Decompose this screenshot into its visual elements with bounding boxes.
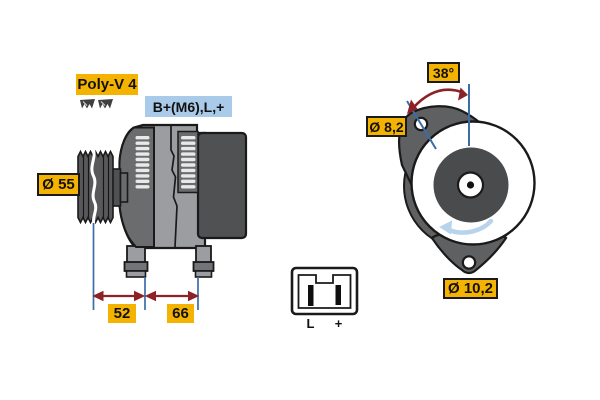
connector-pin-right-label: + — [334, 315, 343, 331]
pulley — [77, 147, 114, 227]
shaft-center-dot — [466, 181, 475, 189]
cooling-vents-rear — [181, 136, 196, 189]
dimension-label-52: 52 — [108, 304, 136, 323]
connector-plug — [290, 266, 359, 316]
dimension-label-66: 66 — [167, 304, 194, 323]
rotation-direction-arrow — [439, 218, 494, 235]
bottom-hole-diameter-label: Ø 10,2 — [443, 278, 498, 299]
connector-pin-left — [308, 285, 314, 306]
pulley-break-line — [90, 147, 98, 227]
housing-seam — [170, 125, 178, 248]
dimension-arrow-66 — [144, 290, 200, 302]
mount-hole-bottom — [461, 255, 477, 270]
angle-annotation — [406, 84, 470, 150]
cooling-vents-front — [135, 136, 150, 189]
connector-pin-right — [335, 285, 341, 305]
belt-profile-icon — [80, 99, 95, 109]
top-hole-diameter-label: Ø 8,2 — [366, 116, 407, 137]
dimension-lines-side — [92, 223, 200, 310]
rear-cover — [196, 131, 248, 240]
mount-angle-label: 38° — [427, 62, 460, 83]
alternator-side-view — [77, 99, 248, 310]
belt-profile-icon — [98, 99, 113, 109]
pulley-diameter-label: Ø 55 — [37, 173, 80, 196]
belt-type-label: Poly-V 4 — [76, 74, 138, 95]
mounting-feet — [123, 245, 215, 278]
rear-vent-panel — [177, 130, 199, 194]
alternator-rear-view — [398, 84, 536, 275]
terminal-label: B+(M6),L,+ — [145, 96, 232, 117]
connector-pin-left-label: L — [306, 315, 315, 331]
dimension-arrow-52 — [92, 290, 146, 302]
shaft-spacer-step — [119, 172, 129, 203]
